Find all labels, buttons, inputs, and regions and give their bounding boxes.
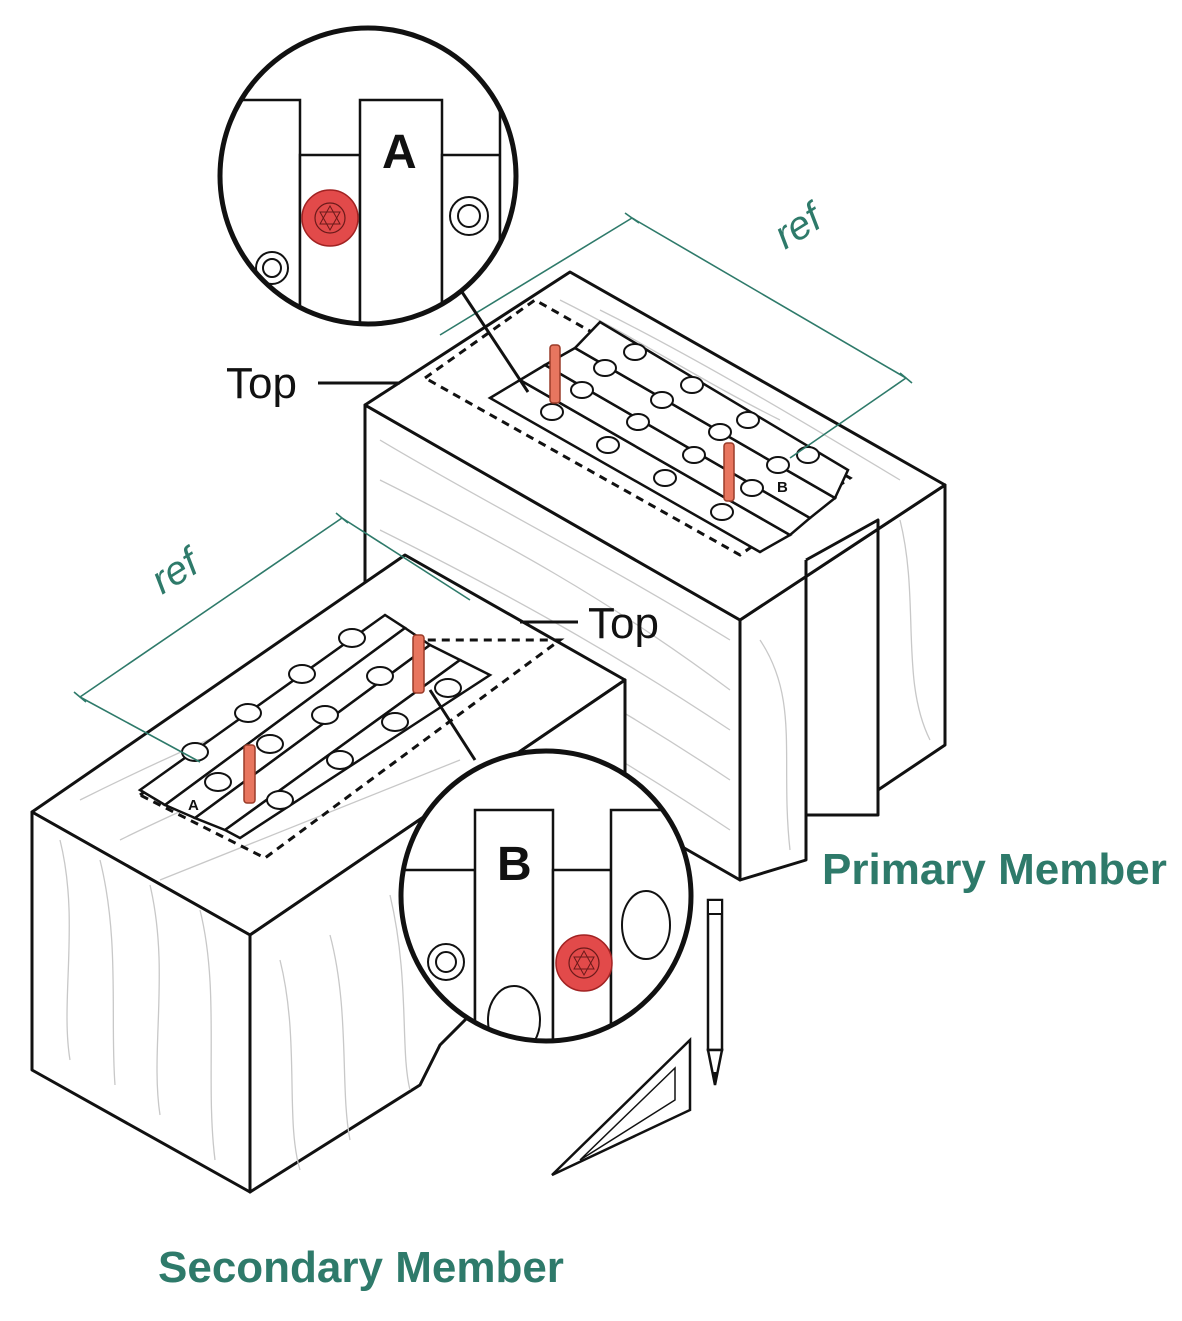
ref-label-primary: ref (766, 194, 832, 258)
top-label-primary: Top (226, 359, 297, 408)
top-label-secondary: Top (588, 599, 659, 648)
pencil-icon (706, 898, 724, 1086)
assy-badge-icon-b (555, 934, 613, 992)
assy-badge-icon-a (301, 189, 359, 247)
primary-template-a: B (487, 320, 850, 554)
detail-letter-b: B (497, 838, 532, 891)
template-mark-b: B (777, 479, 788, 496)
triangle-square-icon (551, 1037, 692, 1177)
primary-member-label: Primary Member (822, 845, 1167, 894)
detail-letter-a: A (382, 126, 417, 179)
primary-member-beam: B (363, 270, 947, 882)
detail-callout-b: B (398, 689, 694, 1044)
secondary-template-b: A (137, 613, 493, 840)
template-mark-a: A (188, 797, 199, 814)
ref-label-secondary: ref (143, 539, 209, 603)
secondary-member-label: Secondary Member (158, 1243, 564, 1292)
top-label-secondary-group: Top (520, 599, 659, 648)
detail-callout-a: A (217, 25, 530, 393)
primary-template-outline (422, 298, 853, 557)
top-label-primary-group: Top (226, 359, 400, 408)
